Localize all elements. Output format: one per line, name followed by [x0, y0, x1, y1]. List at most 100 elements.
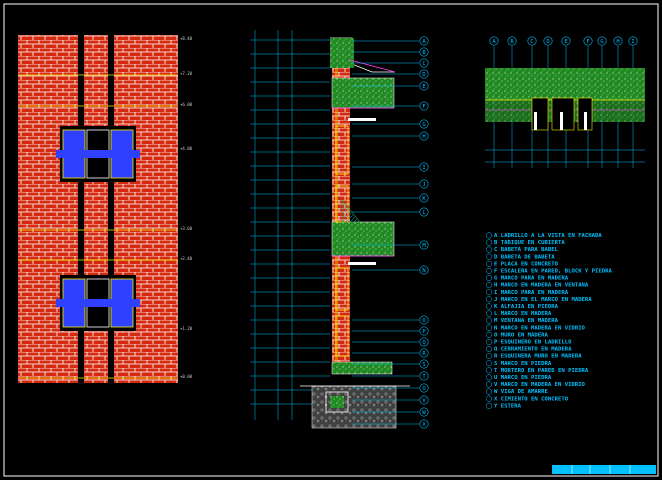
svg-text:B: B	[422, 50, 426, 56]
section-callout: I	[352, 162, 429, 172]
legend-item: Q CERRAMIENTO EN MADERA	[485, 345, 572, 353]
plan-grid-bubble: B	[507, 36, 517, 46]
svg-text:L MARCO EN MADERA: L MARCO EN MADERA	[494, 311, 552, 317]
legend-item: C BABETA PARA BABEL	[485, 246, 559, 253]
svg-text:U MARCO EN PIEDRA: U MARCO EN PIEDRA	[494, 375, 552, 381]
svg-text:M VENTANA EN MADERA: M VENTANA EN MADERA	[494, 318, 559, 324]
legend-item: L MARCO EN MADERA	[485, 310, 552, 317]
section-callout: O	[352, 315, 429, 325]
sheet-border	[3, 3, 659, 477]
elevation-level: +4.80	[180, 146, 193, 151]
legend-item: H MARCO EN MADERA EN VENTANA	[485, 282, 589, 289]
plan-grid-bubble: G	[597, 36, 607, 46]
section-callout: T	[352, 371, 429, 381]
svg-text:H MARCO EN MADERA EN VENTANA: H MARCO EN MADERA EN VENTANA	[494, 283, 589, 289]
facade-window	[56, 126, 140, 182]
svg-text:E PLACA EN CONCRETO: E PLACA EN CONCRETO	[494, 261, 559, 267]
legend-item: D BABETA DE BABETA	[485, 253, 555, 260]
svg-text:I: I	[422, 165, 425, 171]
svg-text:A LADRILLO A LA VISTA EN FACHA: A LADRILLO A LA VISTA EN FACHADA	[494, 233, 602, 239]
svg-text:W VIGA DE AMARRE: W VIGA DE AMARRE	[494, 389, 548, 395]
svg-text:J: J	[422, 182, 425, 188]
svg-text:V: V	[422, 398, 426, 404]
section-callout: N	[352, 265, 429, 275]
section-callout: H	[352, 131, 429, 141]
svg-text:A: A	[422, 39, 426, 45]
svg-text:V MARCO EN MADERA EN VIDRIO: V MARCO EN MADERA EN VIDRIO	[494, 382, 586, 388]
svg-text:B: B	[510, 39, 514, 45]
section-callout: D	[352, 69, 429, 79]
plan-grid-bubble: E	[561, 36, 571, 46]
section-callout: K	[352, 193, 429, 203]
legend-item: B TABIQUE EN CUBIERTA	[485, 239, 565, 246]
section-callout: F	[352, 101, 429, 111]
svg-text:Q: Q	[422, 340, 425, 346]
legend-item: S MARCO EN PIEDRA	[485, 360, 552, 367]
section-callout: A	[352, 36, 429, 46]
legend-item: P ESQUINERO EN LADRILLO	[485, 338, 572, 346]
section-callout: C	[352, 58, 429, 68]
facade-window	[56, 275, 140, 331]
svg-text:X: X	[422, 422, 426, 428]
svg-text:H: H	[422, 134, 425, 140]
svg-text:T: T	[422, 374, 426, 380]
legend-item: M VENTANA EN MADERA	[485, 317, 559, 324]
svg-text:R ESQUINERA MURO EN MADERA: R ESQUINERA MURO EN MADERA	[494, 354, 582, 360]
section-callout: X	[352, 419, 429, 429]
legend-item: Y ESTERA	[485, 402, 522, 409]
legend-item: W VIGA DE AMARRE	[485, 388, 548, 395]
svg-text:L: L	[422, 210, 426, 216]
plan-grid-bubble: F	[583, 36, 593, 46]
svg-text:N MARCO EN MADERA EN VIDRIO: N MARCO EN MADERA EN VIDRIO	[494, 325, 586, 331]
legend-item: K ALFAJIA EN PIEDRA	[485, 303, 559, 310]
legend-item: N MARCO EN MADERA EN VIDRIO	[485, 324, 586, 331]
legend-item: U MARCO EN PIEDRA	[485, 374, 552, 381]
legend-item: E PLACA EN CONCRETO	[485, 260, 559, 267]
svg-text:X CIMIENTO EN CONCRETO: X CIMIENTO EN CONCRETO	[494, 396, 569, 402]
legend-item: X CIMIENTO EN CONCRETO	[485, 395, 569, 402]
svg-text:C: C	[422, 61, 425, 67]
section-callout: P	[352, 326, 429, 336]
section-callout: J	[352, 179, 429, 189]
svg-text:M: M	[422, 243, 426, 249]
svg-text:H: H	[616, 39, 619, 45]
legend-item: O MURO EN MADERA	[485, 331, 549, 338]
section-callout: S	[352, 359, 429, 369]
legend-item: A LADRILLO A LA VISTA EN FACHADA	[485, 232, 602, 239]
legend-item: J MARCO EN EL MARCO EN MADERA	[485, 296, 592, 303]
svg-text:G MARCO PARA EN MADERA: G MARCO PARA EN MADERA	[494, 276, 569, 282]
elevation-level: +7.20	[180, 71, 193, 76]
svg-text:U: U	[422, 386, 425, 392]
svg-text:R: R	[422, 351, 426, 357]
svg-text:O MURO EN MADERA: O MURO EN MADERA	[494, 332, 549, 338]
plan-grid-bubble: H	[613, 36, 623, 46]
svg-text:I MARCO PARA EN MADERA: I MARCO PARA EN MADERA	[494, 290, 569, 296]
section-callout: L	[352, 207, 429, 217]
svg-text:K: K	[422, 196, 426, 202]
svg-text:A: A	[492, 39, 496, 45]
section-callout: V	[352, 395, 429, 405]
svg-text:Y ESTERA: Y ESTERA	[494, 403, 522, 409]
section-callout: R	[352, 348, 429, 358]
legend-item: I MARCO PARA EN MADERA	[485, 289, 569, 296]
plan-grid-bubble: D	[543, 36, 553, 46]
legend-item: F ESCALERA EN PARED, BLOCK Y PIEDRA	[485, 267, 613, 275]
svg-text:Q CERRAMIENTO EN MADERA: Q CERRAMIENTO EN MADERA	[494, 347, 572, 353]
plan-grid-bubble: C	[527, 36, 537, 46]
plan-grid-bubble: I	[628, 36, 638, 46]
svg-text:W: W	[422, 410, 426, 416]
svg-text:S: S	[422, 362, 425, 368]
svg-text:G: G	[422, 122, 425, 128]
svg-text:T MORTERO EN PARED EN PIEDRA: T MORTERO EN PARED EN PIEDRA	[494, 368, 589, 374]
svg-text:F: F	[422, 104, 425, 110]
svg-text:E: E	[564, 39, 567, 45]
elevation-level: +1.20	[180, 326, 193, 331]
svg-text:D: D	[422, 72, 425, 78]
svg-text:J MARCO EN EL MARCO EN MADERA: J MARCO EN EL MARCO EN MADERA	[494, 297, 592, 303]
svg-text:C: C	[530, 39, 533, 45]
elevation-level: +0.00	[180, 374, 193, 379]
elevation-level: +3.60	[180, 226, 193, 231]
